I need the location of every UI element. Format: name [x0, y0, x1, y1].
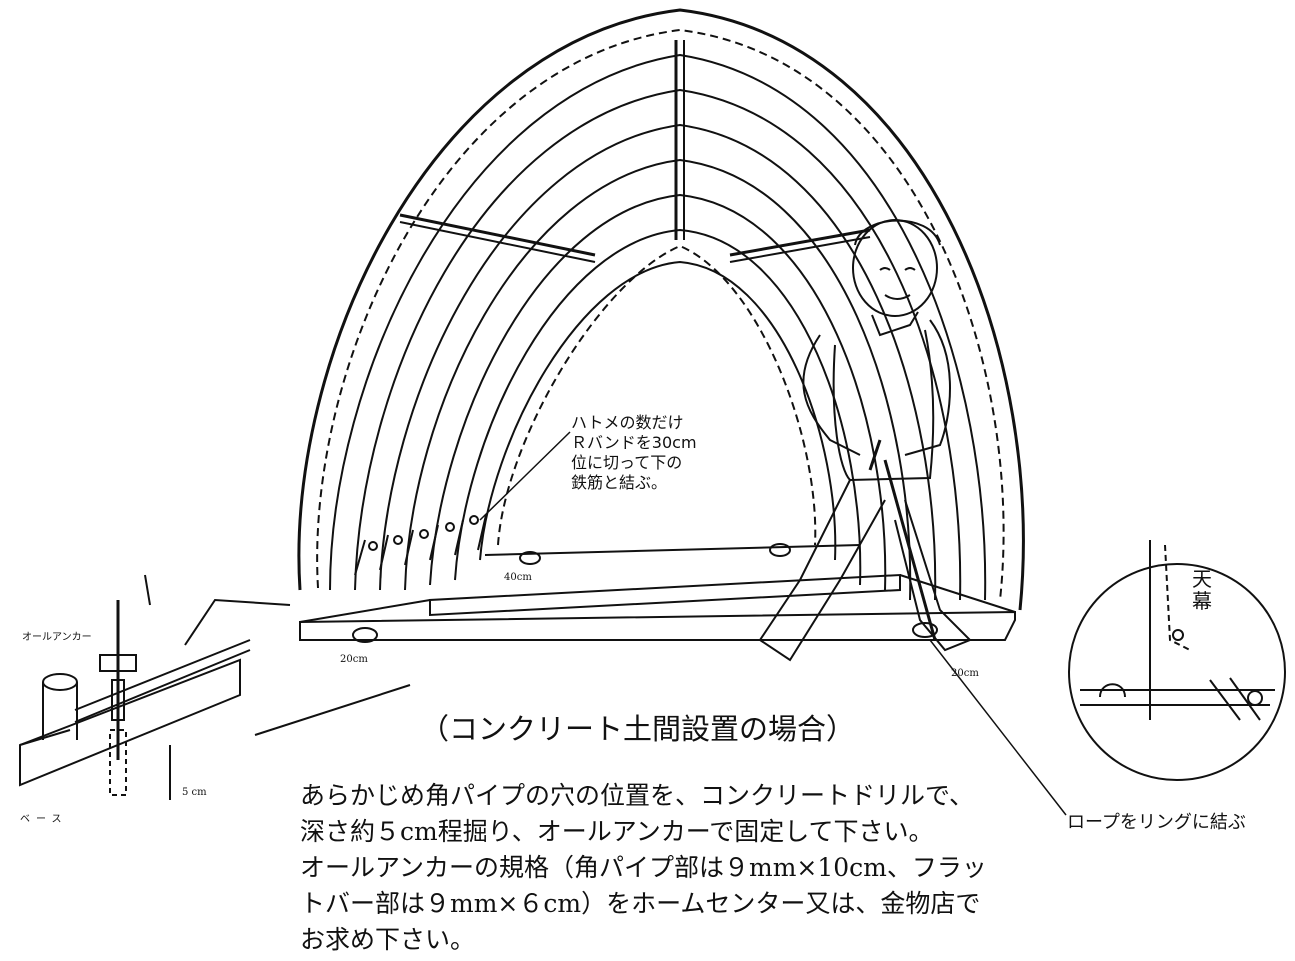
rope-leader: [929, 639, 1067, 816]
tarp-detail-inset: [1068, 540, 1286, 781]
person-figure: [758, 219, 972, 662]
diagram-caption: （コンクリート土間設置の場合）: [420, 712, 856, 746]
label-left-20cm: 20cm: [340, 654, 368, 665]
label-40cm: 40cm: [504, 572, 532, 583]
installation-note: あらかじめ角パイプの穴の位置を、コンクリートドリルで、 深さ約５cm程掘り、オー…: [300, 778, 987, 958]
callout-line: Ｒバンドを30cm: [571, 433, 697, 452]
callout-leader: [479, 431, 571, 521]
callout-line: 鉄筋と結ぶ。: [571, 473, 668, 492]
frame-bars: [399, 40, 871, 263]
note-line: 深さ約５cm程掘り、オールアンカーで固定して下さい。: [300, 817, 934, 846]
note-line: トバー部は９mm×６cm）をホームセンター又は、金物店で: [300, 889, 981, 918]
tent-cover: [297, 8, 1025, 611]
label-tenmaku: 天幕: [1192, 567, 1212, 613]
label-rope: ロープをリングに結ぶ: [1067, 812, 1246, 833]
label-all-anchor: オールアンカー: [22, 632, 92, 643]
note-line: あらかじめ角パイプの穴の位置を、コンクリートドリルで、: [300, 781, 975, 810]
label-depth: 5 cm: [182, 787, 207, 798]
r-band-callout: ハトメの数だけ Ｒバンドを30cm 位に切って下の 鉄筋と結ぶ。: [571, 413, 697, 493]
note-line: お求め下さい。: [300, 925, 476, 954]
callout-line: ハトメの数だけ: [571, 413, 684, 432]
arch-ribs: [329, 53, 987, 601]
anchor-detail-inset: [19, 574, 411, 800]
label-right-20cm: 20cm: [951, 668, 979, 679]
label-base: ベース: [20, 814, 68, 825]
note-line: オールアンカーの規格（角パイプ部は９mm×10cm、フラッ: [300, 853, 987, 882]
callout-line: 位に切って下の: [571, 453, 683, 472]
r-band-ties: [354, 514, 487, 576]
